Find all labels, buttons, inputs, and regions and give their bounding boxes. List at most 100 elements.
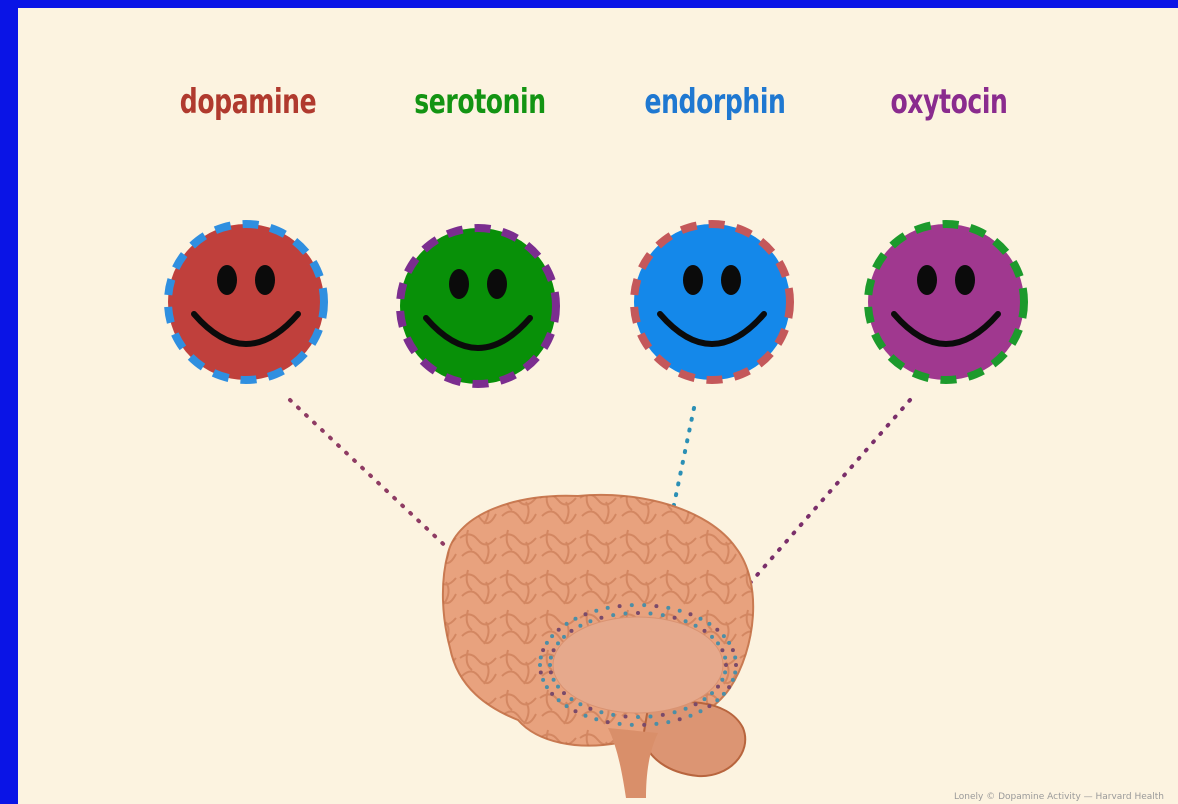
region-dot: [550, 634, 554, 638]
brain-cerebellum: [643, 702, 745, 776]
oxytocin-left-eye: [917, 265, 937, 295]
region-dot: [715, 628, 719, 632]
region-dot: [654, 722, 658, 726]
region-dot: [624, 612, 628, 616]
region-dot: [731, 648, 735, 652]
region-dot: [636, 611, 640, 615]
region-dot: [606, 606, 610, 610]
region-dot: [557, 628, 561, 632]
region-dot: [678, 609, 682, 613]
region-dot: [673, 710, 677, 714]
serotonin-face-circle: [400, 228, 556, 384]
region-dot: [552, 678, 556, 682]
region-dot: [710, 635, 714, 639]
region-dot: [707, 622, 711, 626]
region-dot: [649, 612, 653, 616]
region-dot: [624, 715, 628, 719]
region-dot: [599, 616, 603, 620]
serotonin-face: [400, 228, 556, 384]
region-dot: [549, 670, 553, 674]
region-dot: [570, 697, 574, 701]
region-dot: [707, 704, 711, 708]
region-dot: [715, 698, 719, 702]
region-dot: [733, 671, 737, 675]
region-dot: [720, 648, 724, 652]
region-dot: [565, 704, 569, 708]
region-dot: [588, 707, 592, 711]
region-dot: [710, 691, 714, 695]
region-dot: [574, 617, 578, 621]
region-dot: [642, 603, 646, 607]
region-dot: [684, 619, 688, 623]
oxytocin-connector: [730, 400, 910, 606]
region-dot: [684, 707, 688, 711]
oxytocin-face-circle: [868, 224, 1024, 380]
region-dot: [703, 697, 707, 701]
brain-stem: [608, 728, 658, 798]
region-dot: [584, 714, 588, 718]
endorphin-face: [634, 224, 790, 380]
region-dot: [699, 709, 703, 713]
region-dot: [733, 656, 737, 660]
region-dot: [724, 663, 728, 667]
region-dot: [618, 722, 622, 726]
region-dot: [550, 692, 554, 696]
oxytocin-face: [868, 224, 1024, 380]
oxytocin-right-eye: [955, 265, 975, 295]
region-dot: [734, 663, 738, 667]
region-dot: [722, 692, 726, 696]
region-dot: [678, 717, 682, 721]
region-dot: [720, 678, 724, 682]
region-dot: [611, 713, 615, 717]
region-dot: [541, 678, 545, 682]
region-dot: [548, 663, 552, 667]
region-dot: [723, 656, 727, 660]
dopamine-face-circle: [168, 224, 324, 380]
faces: [168, 224, 1024, 384]
region-dot: [562, 691, 566, 695]
region-dot: [578, 624, 582, 628]
region-dot: [666, 606, 670, 610]
credit-text: Lonely © Dopamine Activity — Harvard Hea…: [954, 792, 1164, 802]
region-dot: [689, 714, 693, 718]
region-dot: [649, 715, 653, 719]
region-dot: [654, 604, 658, 608]
region-dot: [545, 685, 549, 689]
region-dot: [727, 641, 731, 645]
region-dot: [630, 603, 634, 607]
region-dot: [578, 702, 582, 706]
region-dot: [699, 617, 703, 621]
region-dot: [556, 685, 560, 689]
region-dot: [557, 698, 561, 702]
region-dot: [574, 709, 578, 713]
region-dot: [594, 609, 598, 613]
region-dot: [539, 656, 543, 660]
endorphin-face-circle: [634, 224, 790, 380]
region-dot: [694, 624, 698, 628]
diagram-frame: dopamine serotonin endorphin oxytocin Lo…: [18, 8, 1178, 804]
region-dot: [661, 613, 665, 617]
diagram-graphics: [18, 8, 1178, 804]
region-dot: [673, 616, 677, 620]
region-dot: [716, 641, 720, 645]
brain-region: [553, 617, 723, 713]
serotonin-left-eye: [449, 269, 469, 299]
region-dot: [570, 629, 574, 633]
region-dot: [694, 702, 698, 706]
region-dot: [630, 723, 634, 727]
region-dot: [565, 622, 569, 626]
region-dot: [541, 648, 545, 652]
region-dot: [723, 670, 727, 674]
region-dot: [594, 717, 598, 721]
region-dot: [588, 619, 592, 623]
region-dot: [538, 663, 542, 667]
region-dot: [703, 629, 707, 633]
region-dot: [552, 648, 556, 652]
region-dot: [661, 713, 665, 717]
brain-illustration: [443, 495, 753, 798]
region-dot: [618, 604, 622, 608]
dopamine-left-eye: [217, 265, 237, 295]
region-dot: [727, 685, 731, 689]
dopamine-face: [168, 224, 324, 380]
region-dot: [584, 612, 588, 616]
